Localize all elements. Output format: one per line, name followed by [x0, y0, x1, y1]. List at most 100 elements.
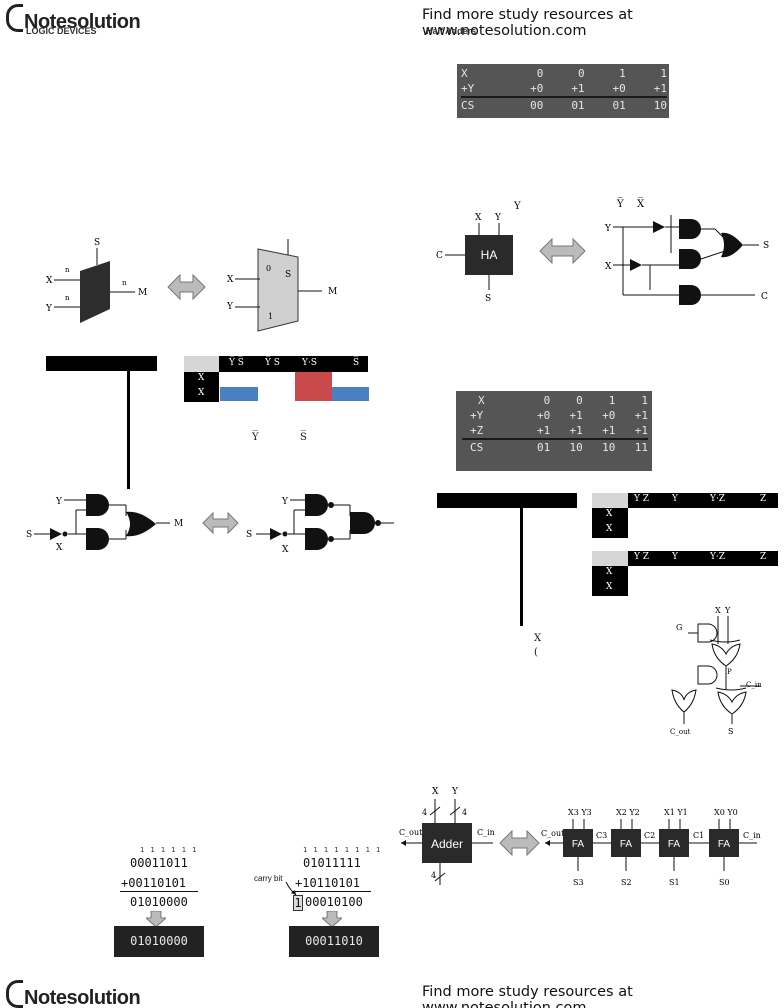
- table-cell: 01: [571, 99, 585, 112]
- table-cell: +1: [582, 423, 616, 440]
- sum-rule: [120, 891, 198, 892]
- table-cell: 11: [634, 441, 648, 454]
- nand-gate-icon: [305, 528, 328, 550]
- table-cell: 0: [536, 67, 544, 80]
- table-cell: 10: [602, 441, 616, 454]
- gate-y-label: Y: [55, 497, 63, 507]
- fa-xy-label: X2 Y2: [616, 808, 640, 817]
- result-box: 01010000: [114, 926, 204, 957]
- half-adder-diagram: Y X Y HA C S Y̅ X̅ Y X S C: [436, 198, 769, 305]
- kmap-row-label: X: [606, 582, 613, 592]
- table-cell: 0: [576, 394, 583, 407]
- kmap-row-label: X̅: [606, 567, 613, 577]
- carry-bit-label: carry bit: [254, 874, 283, 883]
- brand-logo: Notesolution: [6, 4, 141, 34]
- mux-n-label: n: [122, 279, 127, 287]
- gate-m-label: M: [174, 519, 183, 529]
- adder-x-label: X: [432, 787, 439, 797]
- bus-width-label: 4: [422, 808, 427, 817]
- kmap-header-cell: Z̅: [760, 494, 767, 504]
- right-section-heading: Half Adders: [426, 26, 477, 36]
- table-cell: X: [478, 394, 485, 407]
- fa-xy-label: X1 Y1: [664, 808, 688, 817]
- circuit-y-label: Y: [604, 224, 612, 234]
- xbar-label: X̅: [637, 198, 645, 210]
- kmap-header-cell: Y·Z: [710, 552, 726, 562]
- logo-icon: [6, 980, 23, 1008]
- sum-value: 00010100: [305, 895, 363, 909]
- ha-x-input-label: X: [475, 213, 482, 223]
- kmap-blue-cell: [332, 387, 369, 401]
- full-adder-table: X 0 0 1 1 +Y +0 +1 +0 +1 +Z +1 +1 +1 +1: [456, 391, 652, 471]
- ybar-label: Y̅: [616, 198, 624, 210]
- kmap-header: Y̅ Z̅ Y̅ Y·Z Z̅: [628, 493, 778, 508]
- or-gate-icon: [126, 511, 156, 537]
- table-cell: +Y: [470, 409, 484, 422]
- table-cell: +0: [584, 81, 626, 98]
- mux-internal-block: [257, 248, 299, 332]
- mux-gate-circuit: Y S X M Y S X: [26, 494, 394, 555]
- table-cell: 1: [608, 394, 616, 407]
- arrow-down-icon: [146, 911, 166, 927]
- or-gate-icon: [721, 232, 743, 258]
- circuit-c-label: C: [761, 292, 768, 302]
- connector-line: [127, 371, 130, 489]
- not-gate-icon: [270, 528, 282, 540]
- and-gate-icon: [679, 249, 701, 269]
- fa-cin-label: C_in: [746, 681, 762, 689]
- kmap-header-cell: Y·S: [302, 358, 317, 368]
- fa-cout-label: C_out: [670, 728, 691, 736]
- gate-x-label: X: [56, 543, 63, 553]
- table-cell: 00: [530, 99, 544, 112]
- ha-block: [465, 235, 513, 275]
- sum-label: S2: [621, 878, 632, 887]
- kmap-header-cell: Y̅: [672, 552, 678, 562]
- adder-cout-label: C_out: [399, 828, 423, 837]
- kmap-row-labels: X̅ X: [592, 566, 628, 596]
- fa-block-label: FA: [668, 839, 681, 850]
- bus-width-label: 4: [462, 808, 467, 817]
- arrow-left-icon: [401, 840, 406, 846]
- table-cell: +1: [615, 423, 648, 440]
- kmap-header-cell: Z̅: [760, 552, 767, 562]
- mux2-s-label: S: [285, 270, 291, 280]
- mux-block: [80, 261, 110, 323]
- table-cell: +1: [569, 409, 583, 422]
- not-gate-icon: [50, 528, 62, 540]
- fa-block-label: FA: [572, 839, 585, 850]
- table-cell: 01: [612, 99, 626, 112]
- nand-gate-icon: [350, 512, 375, 534]
- kmap-row-labels: X̅ X: [184, 372, 219, 402]
- kmap-header-cell: Y̅ Z̅: [634, 552, 650, 562]
- bus-slash: [429, 806, 441, 816]
- mux-n-label: n: [65, 266, 70, 274]
- sbar-term: S̅: [300, 432, 307, 443]
- carry-label: C1: [693, 831, 704, 840]
- side-text: (: [534, 647, 538, 658]
- mux2-x-label: X: [227, 275, 234, 285]
- carry-row: 1 1 1 1 1 1: [140, 846, 198, 854]
- table-cell: +0: [536, 409, 551, 422]
- mux2-m-label: M: [328, 287, 337, 297]
- circuit-s-label: S: [763, 241, 769, 251]
- nand-x-label: X: [282, 545, 289, 555]
- sum-label: S0: [719, 878, 730, 887]
- result-box: 00011010: [289, 926, 379, 957]
- fa-block: [659, 829, 689, 857]
- kmap-header-cell: Y̅: [672, 494, 678, 504]
- table-cell: 1: [619, 67, 626, 80]
- table-cell: 1: [660, 67, 667, 80]
- mux-diagram: S X n Y n n M X Y 0 1 S M: [45, 238, 337, 332]
- full-adder-circuit: X Y G P C_in C_out S: [670, 606, 762, 736]
- bubble: [328, 536, 334, 542]
- and-gate-icon: [86, 528, 109, 550]
- footer-tagline: Find more study resources at www.notesol…: [422, 984, 633, 1008]
- fa-s-label: S: [728, 727, 733, 736]
- ripple-cin-label: C_in: [743, 831, 761, 840]
- kmap-corner: [184, 356, 219, 372]
- mux-m-label: M: [138, 288, 147, 298]
- xor-arc: [709, 639, 741, 643]
- xor-gate-icon: [711, 643, 741, 667]
- nand-y-label: Y: [281, 497, 289, 507]
